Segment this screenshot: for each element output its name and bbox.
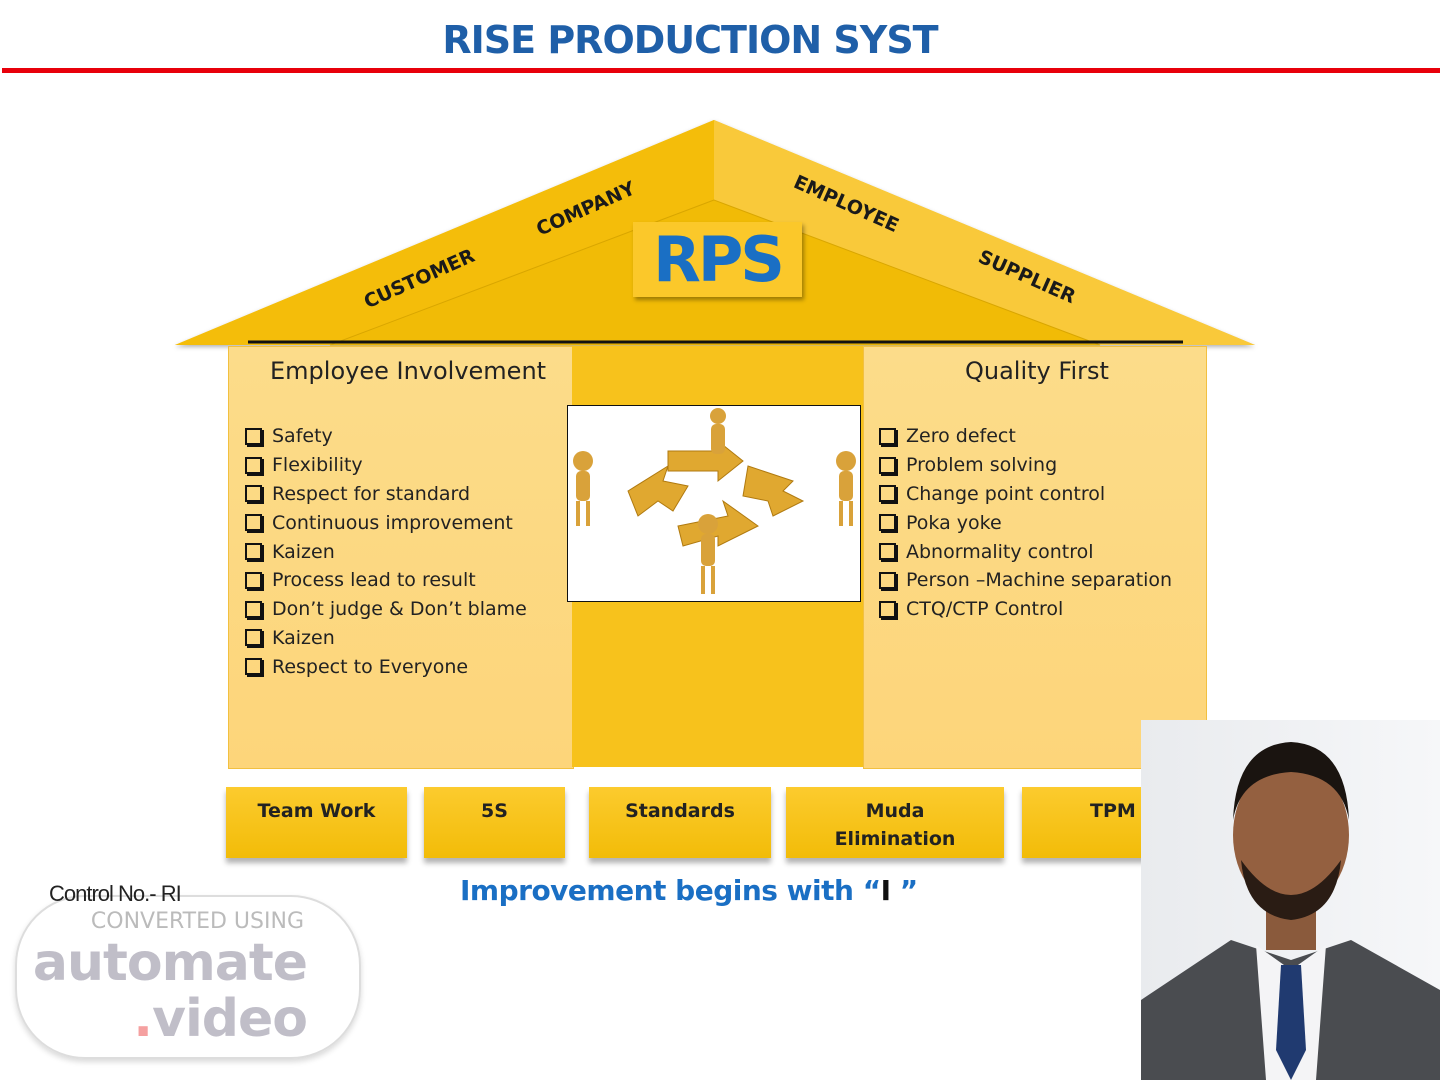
list-item: Process lead to result (245, 566, 527, 595)
list-item: Respect for standard (245, 480, 527, 509)
checkbox-icon (879, 456, 896, 474)
list-item: Person –Machine separation (879, 566, 1172, 595)
list-item: Kaizen (245, 624, 527, 653)
list-item: Problem solving (879, 451, 1172, 480)
item-label: Kaizen (272, 626, 335, 649)
checkbox-icon (879, 571, 896, 589)
item-label: Continuous improvement (272, 511, 513, 534)
list-item: CTQ/CTP Control (879, 595, 1172, 624)
watermark-line1: CONVERTED USING (90, 909, 304, 934)
checkbox-icon (245, 485, 262, 503)
list-item: Flexibility (245, 451, 527, 480)
item-label: Respect to Everyone (272, 655, 469, 678)
checkbox-icon (245, 658, 262, 676)
teamwork-arrows-image (567, 405, 861, 602)
slogan-text: Improvement begins with “ (460, 874, 881, 907)
checkbox-icon (245, 514, 262, 532)
employee-involvement-panel: Employee Involvement Safety Flexibility … (228, 346, 574, 769)
pillar-team-work: Team Work (226, 787, 407, 858)
list-item: Abnormality control (879, 537, 1172, 566)
item-label: Kaizen (272, 540, 335, 563)
list-item: Safety (245, 422, 527, 451)
item-label: Respect for standard (272, 482, 471, 505)
pillar-standards: Standards (589, 787, 771, 858)
watermark-dot: . (133, 989, 153, 1049)
presenter-video (1141, 720, 1440, 1080)
checkbox-icon (245, 629, 262, 647)
title-divider (2, 68, 1440, 73)
checkbox-icon (245, 456, 262, 474)
panel-title: Employee Involvement (270, 357, 547, 385)
item-label: Change point control (906, 482, 1106, 505)
slide-title: RISE PRODUCTION SYST (442, 18, 938, 62)
list-item: Respect to Everyone (245, 652, 527, 681)
pillar-5s: 5S (424, 787, 565, 858)
checkbox-icon (245, 571, 262, 589)
item-label: Zero defect (906, 425, 1016, 448)
list-item: Change point control (879, 480, 1172, 509)
checkbox-icon (245, 427, 262, 445)
quality-first-panel: Quality First Zero defect Problem solvin… (863, 346, 1207, 769)
item-label: Don’t judge & Don’t blame (272, 598, 527, 621)
slogan-i: I (880, 874, 891, 907)
rps-badge: RPS (633, 222, 802, 297)
watermark-video: video (152, 989, 308, 1049)
checkbox-icon (879, 514, 896, 532)
item-label: Flexibility (272, 454, 363, 477)
checkbox-icon (879, 485, 896, 503)
watermark-line2: automate (32, 933, 308, 993)
panel-title: Quality First (965, 357, 1109, 385)
checkbox-icon (879, 427, 896, 445)
item-label: Process lead to result (272, 569, 476, 592)
item-label: Person –Machine separation (906, 569, 1173, 592)
list-item: Don’t judge & Don’t blame (245, 595, 527, 624)
watermark-logo: CONVERTED USING automate .video (15, 895, 361, 1059)
list-item: Kaizen (245, 537, 527, 566)
item-label: Problem solving (906, 454, 1058, 477)
checkbox-icon (245, 543, 262, 561)
pillar-label-line2: Elimination (834, 828, 956, 850)
checklist: Zero defect Problem solving Change point… (879, 422, 1172, 624)
item-label: Poka yoke (906, 511, 1002, 534)
item-label: Safety (272, 425, 333, 448)
slogan: Improvement begins with “I ” (460, 874, 918, 907)
checklist: Safety Flexibility Respect for standard … (245, 422, 527, 681)
item-label: CTQ/CTP Control (906, 598, 1064, 621)
slogan-end: ” (890, 874, 918, 907)
list-item: Continuous improvement (245, 508, 527, 537)
list-item: Poka yoke (879, 508, 1172, 537)
list-item: Zero defect (879, 422, 1172, 451)
house-roof (175, 120, 1255, 346)
item-label: Abnormality control (906, 540, 1094, 563)
checkbox-icon (245, 600, 262, 618)
checkbox-icon (879, 600, 896, 618)
control-number: Control No.- RI (49, 881, 182, 906)
checkbox-icon (879, 543, 896, 561)
pillar-label-line1: Muda (865, 800, 925, 822)
watermark-line3: .video (133, 989, 308, 1049)
